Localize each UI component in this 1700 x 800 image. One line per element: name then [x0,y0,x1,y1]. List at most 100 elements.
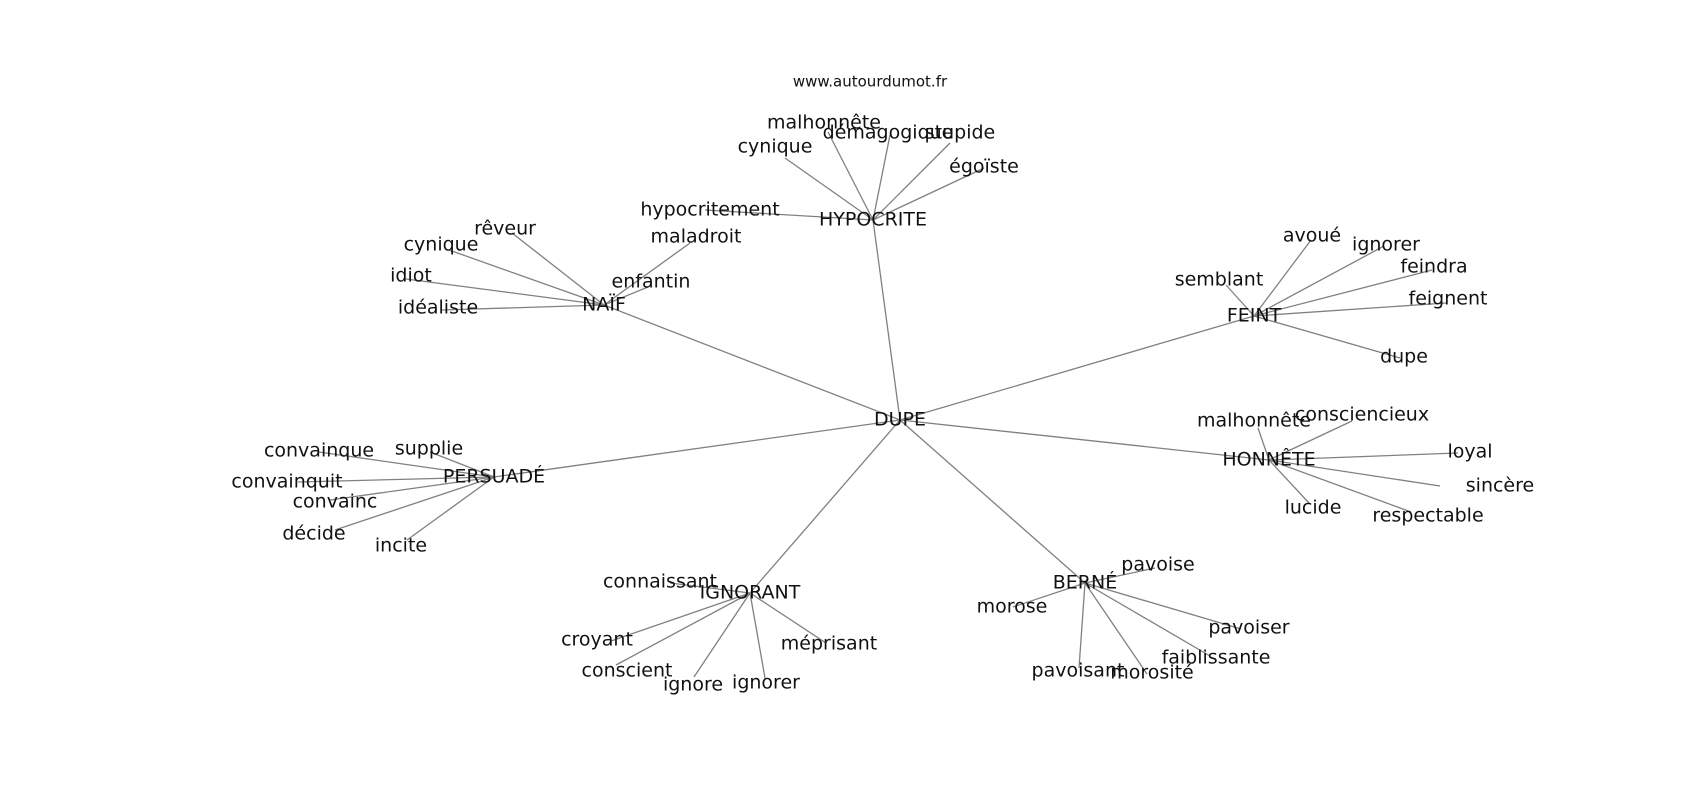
edge-hub-to-leaf [511,232,605,306]
center-node-label: DUPE [874,409,926,431]
edge-hub-to-leaf [441,304,605,311]
edge-hub-to-leaf [1253,269,1433,317]
leaf-node-label: faiblissante [1162,647,1271,669]
leaf-node-label: conscient [582,660,673,682]
edge-center-to-hub [749,419,901,594]
hub-node-label: HONNÊTE [1222,448,1315,471]
leaf-node-label: malhonnête [1197,410,1311,432]
leaf-node-label: pavoise [1121,554,1194,576]
leaf-node-label: avoué [1283,225,1341,247]
edge-hub-to-leaf [318,451,495,478]
edge-hub-to-leaf [448,249,605,306]
leaf-node-label: méprisant [781,633,877,655]
leaf-node-label: égoïste [949,156,1019,178]
edge-center-to-hub [872,219,901,421]
hub-node-label: HYPOCRITE [819,209,927,231]
edge-hub-to-leaf [872,167,985,221]
edge-hub-to-leaf [610,592,751,642]
edge-hub-to-leaf [1268,452,1459,461]
edge-hub-to-leaf [784,157,874,221]
edge-hub-to-leaf [749,592,766,679]
leaf-node-label: respectable [1372,505,1483,527]
leaf-node-label: ignorer [732,672,800,694]
leaf-node-label: sincère [1466,475,1534,497]
edge-hub-to-leaf [405,278,605,306]
hub-node-label: FEINT [1227,305,1282,327]
edge-hub-to-leaf [615,592,751,666]
edge-layer [297,131,1459,679]
leaf-node-label: supplie [395,438,463,460]
edge-hub-to-leaf [872,142,951,221]
edge-hub-to-leaf [1253,245,1385,317]
edge-center-to-hub [603,304,901,421]
leaf-node-label: loyal [1447,441,1492,463]
leaf-node-label: ignorer [1352,234,1420,256]
hub-node-label: BERNÉ [1053,571,1117,594]
leaf-node-label: pavoiser [1208,617,1289,639]
edge-hub-to-leaf [334,476,495,531]
edge-hub-to-leaf [1268,459,1441,487]
hub-node-label: IGNORANT [700,582,801,604]
edge-hub-to-leaf [1253,302,1447,317]
edge-hub-to-leaf [1268,420,1353,461]
edge-hub-to-leaf [603,286,649,306]
label-layer: DUPEHYPOCRITEhypocritementcyniquemalhonn… [231,112,1534,696]
leaf-node-label: hypocritement [640,199,779,221]
leaf-node-label: incite [375,535,427,557]
edge-hub-to-leaf [329,476,495,501]
leaf-node-label: dupe [1380,346,1428,368]
leaf-node-label: consciencieux [1295,404,1429,426]
leaf-node-label: lucide [1285,497,1342,519]
leaf-node-label: enfantin [612,271,691,293]
edge-hub-to-leaf [1253,315,1401,359]
edge-hub-to-leaf [749,592,827,644]
leaf-node-label: pavoisant [1032,660,1125,682]
leaf-node-label: convainquit [231,471,342,493]
edge-center-to-hub [493,419,901,478]
edge-hub-to-leaf [1268,459,1310,504]
leaf-node-label: démagogique [823,122,954,144]
leaf-node-label: connaissant [603,571,717,593]
leaf-node-label: feindra [1400,256,1467,278]
leaf-node-label: stupide [925,122,995,144]
leaf-node-label: malhonnête [767,112,881,134]
leaf-node-label: cynique [404,234,479,256]
leaf-node-label: convainque [264,440,374,462]
edge-hub-to-leaf [693,592,751,678]
leaf-node-label: croyant [561,629,633,651]
edge-hub-to-leaf [1084,582,1148,675]
edge-hub-to-leaf [297,476,495,483]
edge-hub-to-leaf [1084,582,1242,630]
edge-hub-to-leaf [603,242,691,306]
edge-hub-to-leaf [406,476,495,541]
leaf-node-label: idiot [390,265,432,287]
edge-hub-to-leaf [1257,427,1270,461]
edge-hub-to-leaf [1078,582,1086,669]
edge-hub-to-leaf [704,209,874,221]
edge-hub-to-leaf [1268,459,1412,513]
leaf-node-label: ignore [663,674,723,696]
edge-center-to-hub [899,419,1270,461]
leaf-node-label: morosité [1110,662,1193,684]
site-caption: www.autourdumot.fr [793,73,948,91]
leaf-node-label: cynique [738,136,813,158]
hub-node-label: NAÏF [582,293,626,316]
edge-hub-to-leaf [872,134,891,221]
edge-hub-to-leaf [827,131,874,221]
leaf-node-label: idéaliste [398,297,478,319]
edge-hub-to-leaf [1012,582,1086,608]
leaf-node-label: feignent [1409,288,1488,310]
edge-hub-to-leaf [669,582,751,594]
leaf-node-label: morose [977,596,1048,618]
edge-center-to-hub [899,419,1086,584]
edge-hub-to-leaf [429,451,495,478]
edge-hub-to-leaf [1084,582,1211,657]
leaf-node-label: convainc [293,491,378,513]
edge-hub-to-leaf [1225,284,1255,317]
leaf-node-label: maladroit [651,226,742,248]
edge-center-to-hub [899,315,1255,421]
leaf-node-label: semblant [1175,269,1264,291]
leaf-node-label: rêveur [474,218,536,240]
